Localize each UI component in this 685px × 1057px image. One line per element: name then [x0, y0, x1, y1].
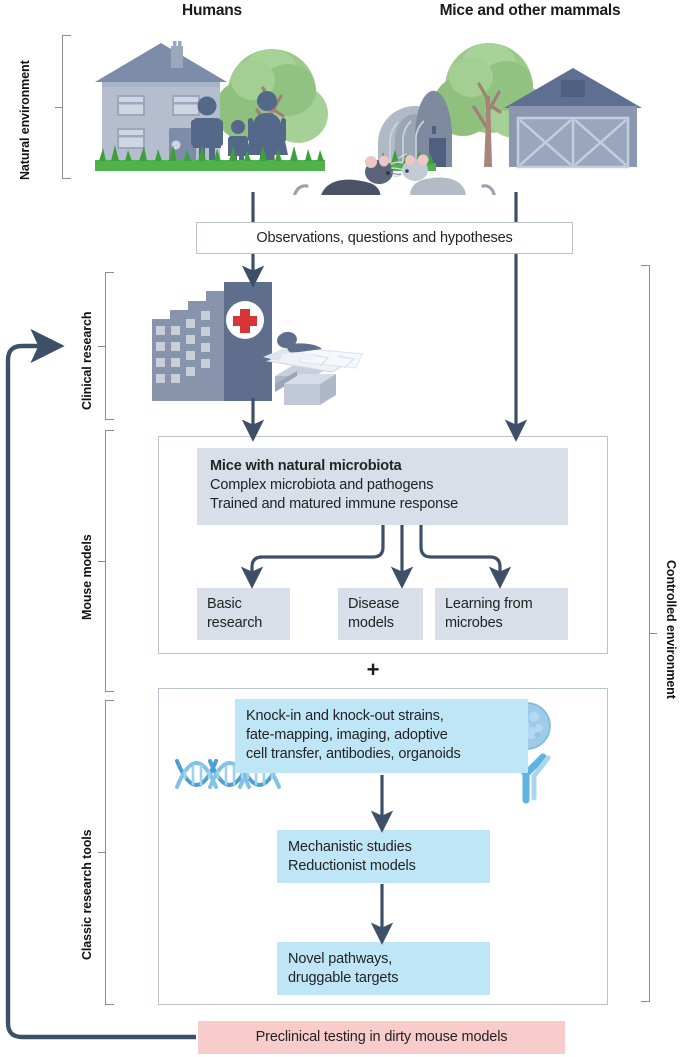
hospital-building-icon: [152, 282, 272, 401]
illustration-natural-environment: [95, 41, 642, 195]
label-mouse-models: Mouse models: [80, 534, 94, 620]
illustration-clinical-research: [152, 282, 364, 405]
barn-icon: [504, 68, 642, 169]
family-silhouette-icon: [191, 91, 288, 169]
output-box-disease-models: Disease models: [338, 588, 423, 640]
research-tools-line1: Knock-in and knock-out strains,: [246, 708, 444, 724]
output-box-learning-from-microbes: Learning from microbes: [435, 588, 568, 640]
preclinical-testing-box: Preclinical testing in dirty mouse model…: [198, 1021, 565, 1054]
label-natural-environment: Natural environment: [18, 60, 32, 180]
novel-pathways-box: Novel pathways, druggable targets: [277, 942, 490, 995]
output-disease-models-line2: models: [348, 615, 394, 631]
bracket-classic-research-tools: [105, 700, 114, 1005]
column-heading-mice: Mice and other mammals: [439, 2, 621, 19]
bracket-tick-classic-research-tools: [98, 852, 105, 854]
bracket-controlled-environment: [641, 265, 650, 1002]
output-box-basic-research: Basic research: [197, 588, 290, 640]
bracket-tick-controlled-environment: [650, 633, 657, 635]
mechanistic-studies-line1: Mechanistic studies: [288, 839, 412, 855]
bracket-mouse-models: [105, 430, 114, 692]
mechanistic-studies-line2: Reductionist models: [288, 858, 416, 874]
research-tools-line3: cell transfer, antibodies, organoids: [246, 746, 461, 762]
output-basic-research-line1: Basic: [207, 596, 242, 612]
bracket-tick-clinical-research: [98, 346, 105, 348]
output-disease-models-line1: Disease: [348, 596, 400, 612]
bracket-tick-mouse-models: [98, 561, 105, 563]
two-mice-icon: [293, 153, 496, 195]
grass-icon: [95, 145, 325, 171]
mechanistic-studies-box: Mechanistic studies Reductionist models: [277, 830, 490, 883]
mice-natural-microbiota-headline: Mice with natural microbiota: [210, 458, 402, 474]
house-icon: [95, 41, 227, 162]
research-tools-box: Knock-in and knock-out strains, fate-map…: [235, 699, 528, 773]
column-heading-humans: Humans: [182, 2, 242, 19]
mice-natural-microbiota-box: Mice with natural microbiota Complex mic…: [197, 448, 568, 525]
patient-on-bed-icon: [263, 331, 364, 405]
novel-pathways-line1: Novel pathways,: [288, 951, 393, 967]
bracket-natural-environment: [62, 35, 71, 179]
novel-pathways-line2: druggable targets: [288, 970, 399, 986]
observations-label: Observations, questions and hypotheses: [256, 229, 513, 246]
mice-natural-microbiota-line2: Complex microbiota and pathogens: [210, 477, 434, 493]
mice-natural-microbiota-line3: Trained and matured immune response: [210, 496, 459, 512]
quonset-greenhouse-icon: [378, 90, 453, 167]
bracket-tick-natural-environment: [55, 107, 62, 109]
research-tools-line2: fate-mapping, imaging, adoptive: [246, 727, 448, 743]
output-basic-research-line2: research: [207, 615, 263, 631]
output-learning-line2: microbes: [445, 615, 503, 631]
label-controlled-environment: Controlled environment: [664, 560, 678, 699]
plus-symbol: +: [366, 657, 380, 682]
observations-box: Observations, questions and hypotheses: [196, 222, 573, 254]
preclinical-testing-label: Preclinical testing in dirty mouse model…: [255, 1029, 508, 1045]
label-classic-research-tools: Classic research tools: [80, 829, 94, 960]
bracket-clinical-research: [105, 272, 114, 420]
output-learning-line1: Learning from: [445, 596, 533, 612]
label-clinical-research: Clinical research: [80, 311, 94, 410]
red-cross-icon: [226, 301, 264, 339]
